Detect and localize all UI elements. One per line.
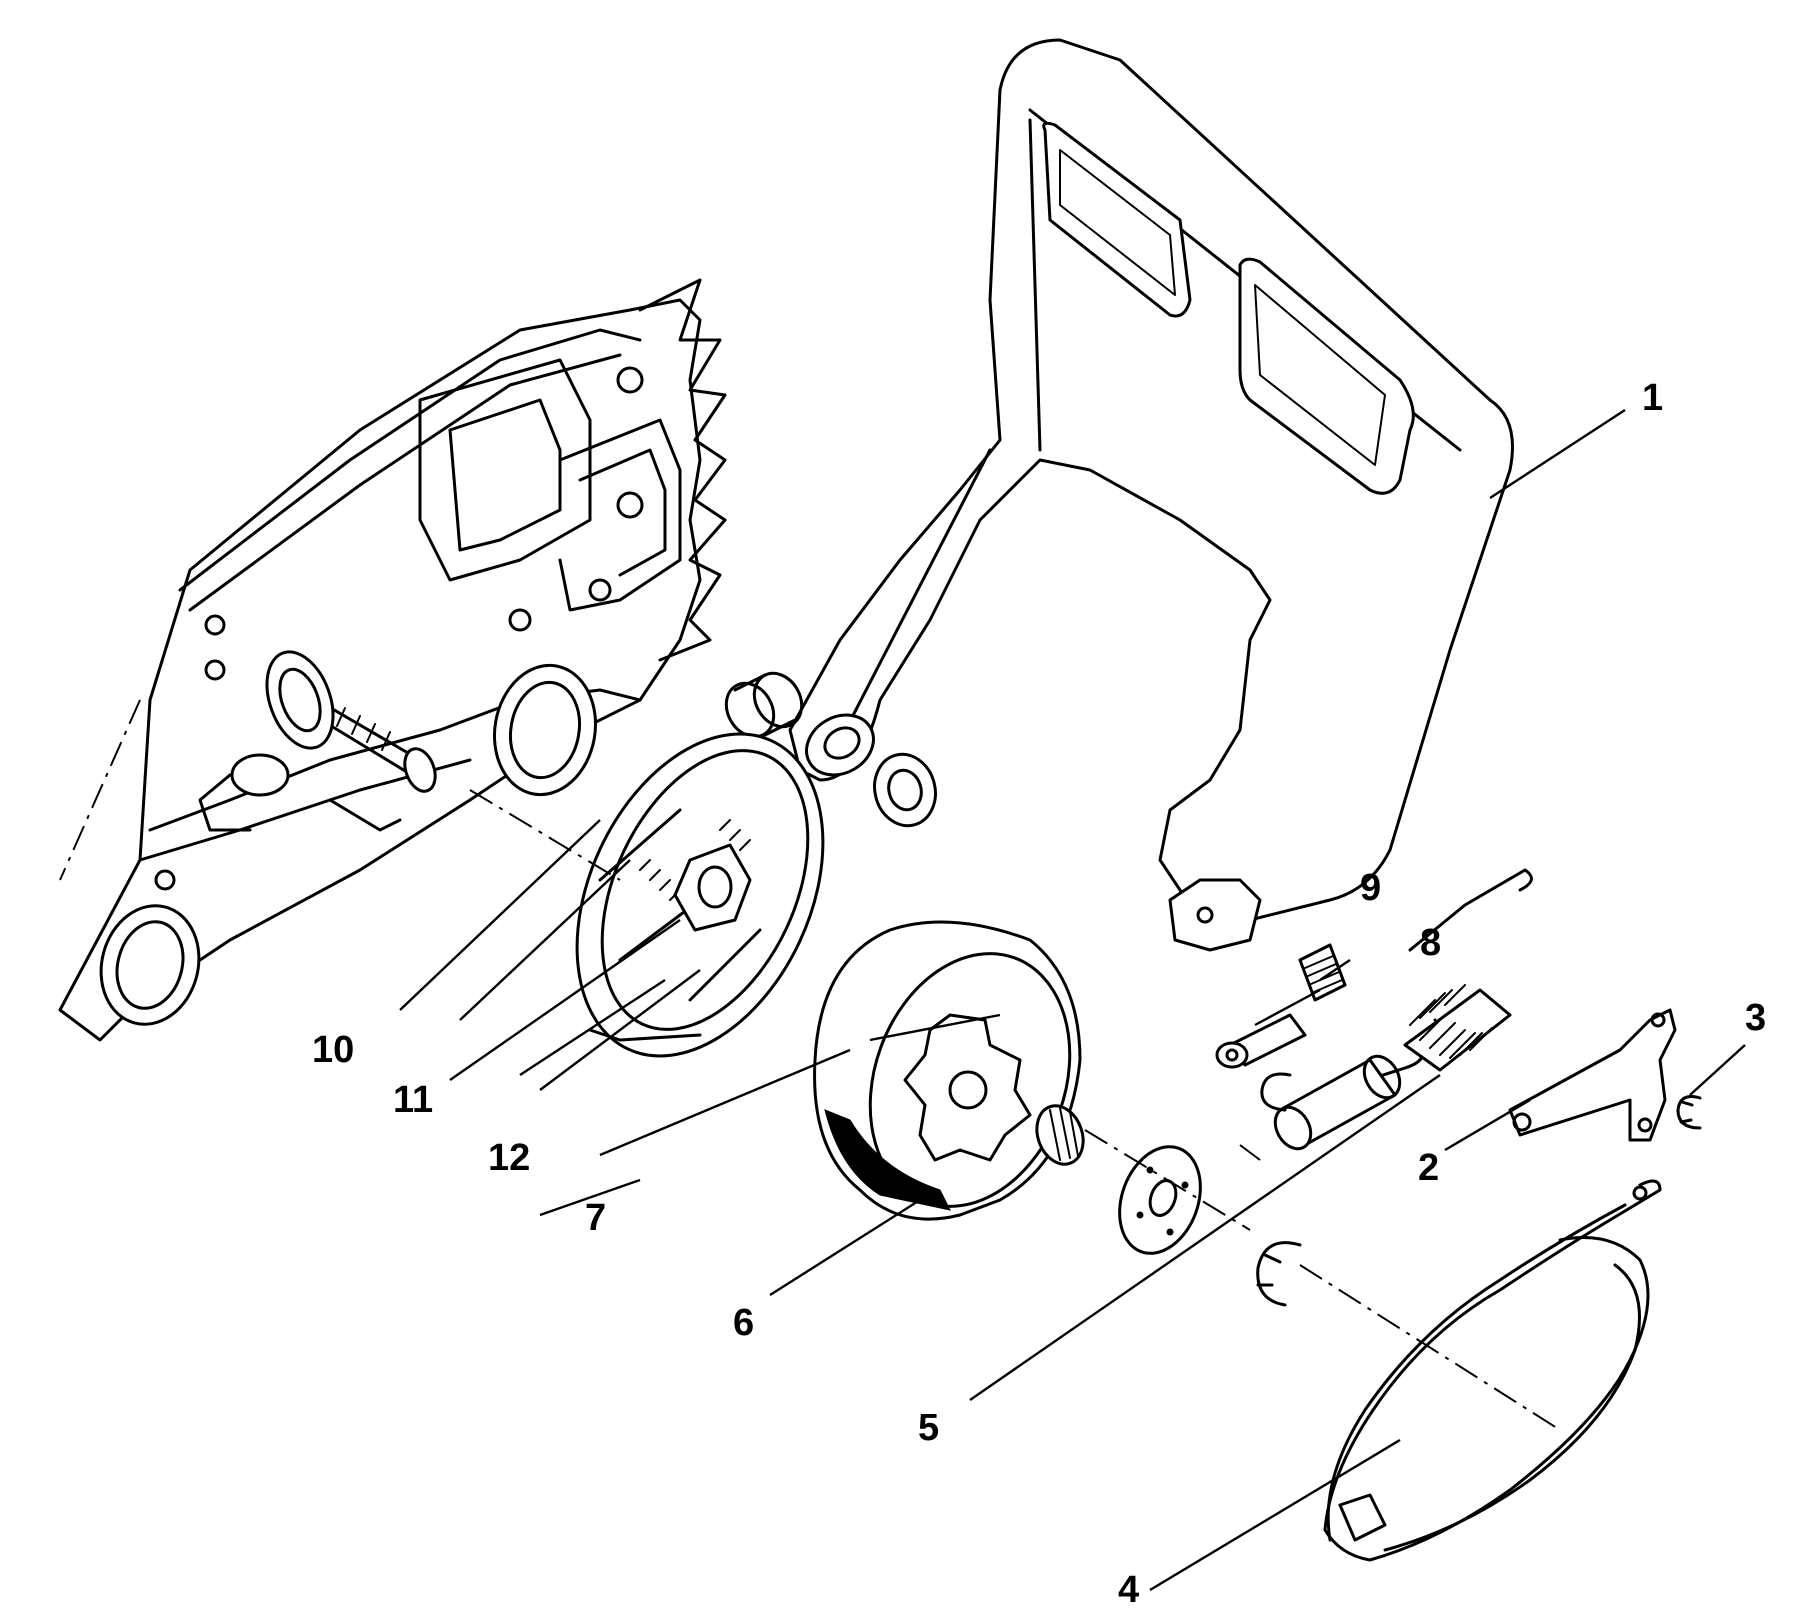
callout-12: 12: [488, 1137, 530, 1179]
part-1-hand-guard: [788, 38, 1514, 952]
needle-bearing: [1035, 1104, 1085, 1166]
callout-4: 4: [1118, 1569, 1139, 1611]
part-8-link: [1215, 1013, 1307, 1069]
part-2-brake-lever: [1508, 1008, 1677, 1142]
part-5-brake-spring: [1350, 868, 1533, 1087]
part-10-clutch-shoe-assembly: [575, 732, 825, 1058]
part-6-clutch-drum: [813, 920, 1082, 1221]
callout-5: 5: [918, 1407, 939, 1449]
callout-10: 10: [312, 1029, 354, 1071]
callout-7: 7: [585, 1197, 606, 1239]
e-clip-link: [1260, 1072, 1292, 1112]
drum-washer: [1118, 1145, 1202, 1255]
callout-8: 8: [1420, 922, 1441, 964]
callout-3: 3: [1745, 997, 1766, 1039]
callout-9: 9: [1360, 867, 1381, 909]
callout-6: 6: [733, 1302, 754, 1344]
assembly-axis: [59, 699, 1561, 1431]
part-9-spring: [1298, 943, 1347, 1002]
part-3-e-clip: [1676, 1095, 1702, 1130]
callout-11: 11: [393, 1079, 433, 1121]
part-4-brake-band: [1323, 1179, 1662, 1562]
leader-lines: [399, 408, 1746, 1592]
pivot-washer: [873, 752, 937, 828]
crankcase-housing: [58, 278, 727, 1042]
e-clip-drum: [1256, 1241, 1302, 1307]
pivot-bushing: [724, 671, 804, 739]
callout-labels: 1 2 3 4 5 6 7 8 9 10 11 12: [312, 377, 1766, 1611]
callout-2: 2: [1418, 1147, 1439, 1189]
callout-1: 1: [1642, 377, 1663, 419]
brake-sleeve: [1273, 1054, 1402, 1151]
